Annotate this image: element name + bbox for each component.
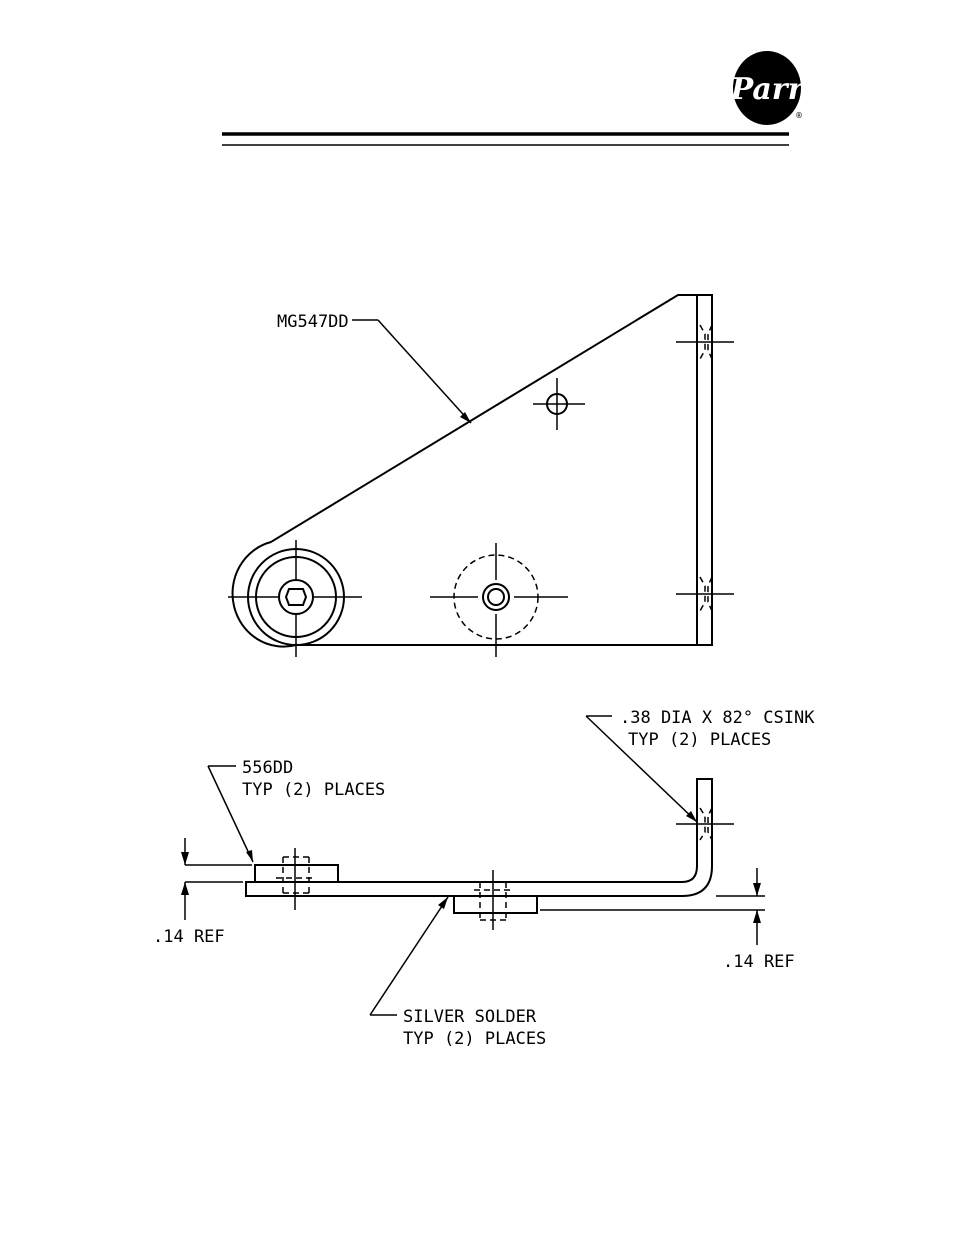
- flange-csink-bottom: [676, 577, 734, 611]
- top-view: MG547DD: [228, 295, 734, 657]
- ref-left-label: .14 REF: [153, 927, 225, 947]
- parr-logo: Parr ®: [730, 51, 806, 125]
- side-view: .38 DIA X 82° CSINK TYP (2) PLACES 556DD…: [153, 708, 815, 1049]
- small-hole: [533, 378, 585, 430]
- nut-label-line2: TYP (2) PLACES: [242, 780, 385, 800]
- registered-mark: ®: [795, 111, 803, 120]
- solder-label-line1: SILVER SOLDER: [403, 1007, 537, 1027]
- part-number-label: MG547DD: [277, 312, 349, 332]
- logo-text: Parr: [730, 72, 806, 107]
- left-pivot-boss: [228, 540, 362, 657]
- middle-nut: [454, 870, 537, 930]
- solder-label-line2: TYP (2) PLACES: [403, 1029, 546, 1049]
- nut-label-line1: 556DD: [242, 758, 293, 778]
- left-nut: [255, 848, 338, 910]
- csink-label-line2: TYP (2) PLACES: [628, 730, 771, 750]
- ref-right-label: .14 REF: [723, 952, 795, 972]
- csink-label-line1: .38 DIA X 82° CSINK: [620, 708, 815, 728]
- middle-hole: [430, 543, 568, 657]
- flange-csink-top: [676, 325, 734, 359]
